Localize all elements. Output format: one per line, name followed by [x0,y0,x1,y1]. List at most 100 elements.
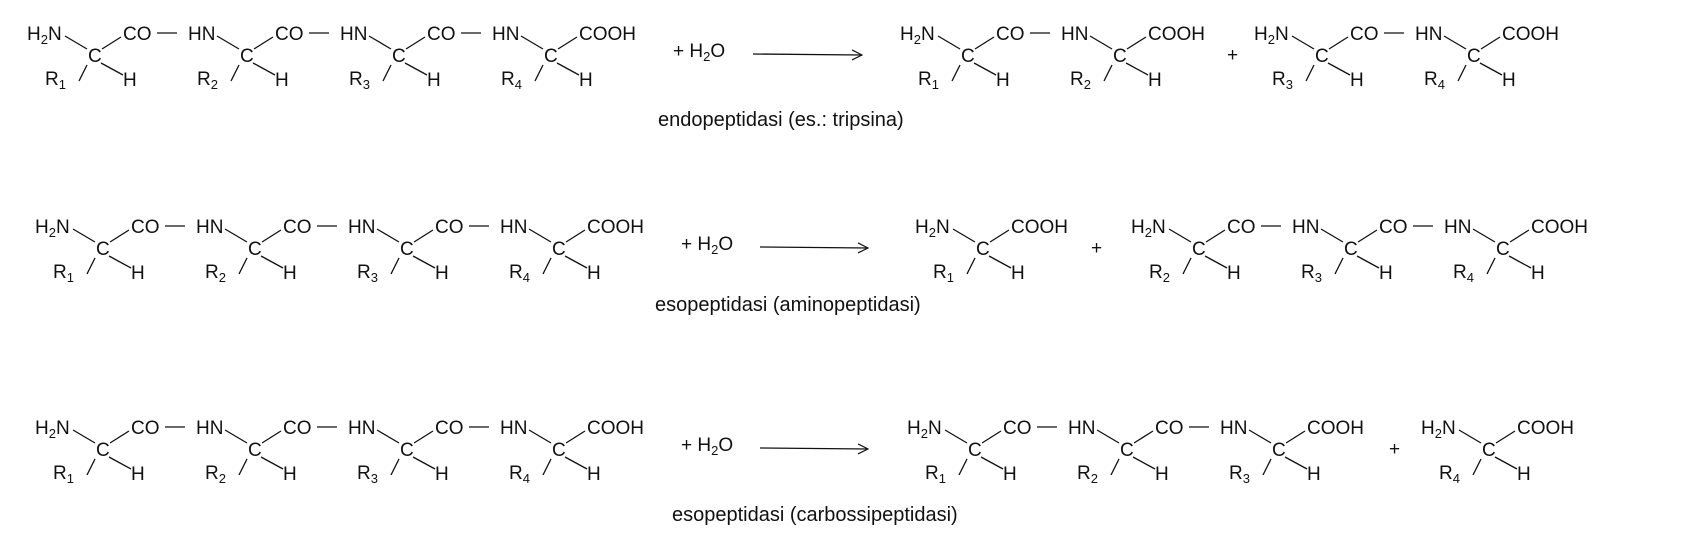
bond [108,255,132,269]
bond [981,430,1002,444]
bond [1285,430,1306,444]
bond [390,257,400,275]
bond [100,62,124,76]
side-chain: R4 [509,463,530,486]
enzyme-caption: esopeptidasi (carbossipeptidasi) [672,504,958,526]
alpha-carbon: C [544,46,558,67]
bond [952,228,976,243]
side-chain: R3 [1229,463,1250,486]
bond [1357,229,1378,243]
bond [382,64,392,82]
side-chain: R1 [925,463,946,486]
bond [1205,229,1226,243]
amide-nh: HN [348,217,375,238]
bond [557,36,578,50]
bond [528,228,552,243]
bond [1457,64,1467,82]
side-chain: R1 [933,262,954,285]
bond [230,64,240,82]
alpha-carbon: C [976,239,990,260]
bond [973,62,997,76]
alpha-hydrogen: H [283,464,297,485]
side-chain: R2 [205,262,226,285]
bond [1356,255,1380,269]
alpha-hydrogen: H [275,70,289,91]
bond [1486,257,1496,275]
bond [1248,429,1272,444]
carboxyl-group: COOH [587,418,644,439]
bond [101,36,122,50]
amide-nh: HN [188,24,215,45]
alpha-hydrogen: H [435,464,449,485]
carboxyl-group: COOH [1531,217,1588,238]
bond [224,429,248,444]
bond [564,255,588,269]
plus-sign: + [1389,439,1400,460]
carbonyl-group: CO [1350,24,1379,45]
carbonyl-group: CO [435,418,464,439]
carboxyl-group: COOH [1307,418,1364,439]
bond [1291,35,1315,50]
bond [1132,456,1156,470]
bond [238,458,248,476]
bond [64,35,88,50]
alpha-hydrogen: H [996,70,1010,91]
amide-nh: HN [1220,418,1247,439]
carbonyl-group: CO [123,24,152,45]
bond [109,430,130,444]
water-reagent: + H2O [681,234,733,257]
alpha-carbon: C [1272,440,1286,461]
bond [216,35,240,50]
bond [534,64,544,82]
alpha-carbon: C [88,46,102,67]
bond [224,228,248,243]
side-chain: R4 [1424,69,1445,92]
amide-nh: HN [500,418,527,439]
alpha-carbon: C [552,239,566,260]
bond [261,430,282,444]
amino-group: H2N [907,418,942,441]
bond [260,255,284,269]
bond [1103,64,1113,82]
bond [368,35,392,50]
carbonyl-group: CO [1003,418,1032,439]
alpha-carbon: C [968,440,982,461]
carbonyl-group: CO [131,418,160,439]
bond [1125,62,1149,76]
bond [974,36,995,50]
bond [238,257,248,275]
bond [1334,257,1344,275]
bond [1133,430,1154,444]
alpha-hydrogen: H [131,263,145,284]
bond [1262,458,1272,476]
bond [944,429,968,444]
water-reagent: + H2O [681,435,733,458]
bond [1305,64,1315,82]
bond [1096,429,1120,444]
bond [390,458,400,476]
amino-group: H2N [35,418,70,441]
alpha-carbon: C [1192,239,1206,260]
bond [413,430,434,444]
alpha-hydrogen: H [1350,70,1364,91]
bond [72,429,96,444]
bond [565,229,586,243]
alpha-hydrogen: H [587,263,601,284]
bond [405,36,426,50]
alpha-carbon: C [1315,46,1329,67]
side-chain: R1 [53,262,74,285]
bond [1089,35,1113,50]
alpha-hydrogen: H [1148,70,1162,91]
plus-sign: + [1227,45,1238,66]
bond [1327,62,1351,76]
amino-group: H2N [35,217,70,240]
alpha-hydrogen: H [131,464,145,485]
